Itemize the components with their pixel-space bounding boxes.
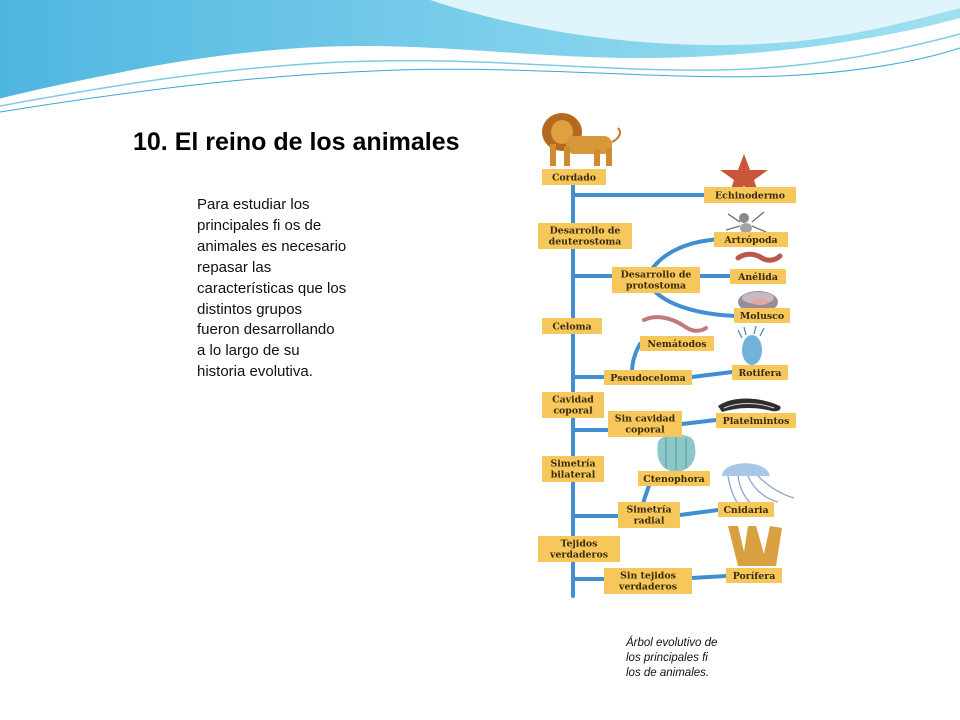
svg-text:coporal: coporal xyxy=(553,406,593,417)
slide-body-text: Para estudiar los principales fi os de a… xyxy=(197,195,387,383)
node-simetria-bilateral: Simetría bilateral xyxy=(542,456,604,482)
svg-text:Cordado: Cordado xyxy=(552,173,596,184)
node-pseudoceloma: Pseudoceloma xyxy=(604,370,692,385)
node-cordado: Cordado xyxy=(542,169,606,185)
svg-text:Cnidaria: Cnidaria xyxy=(723,505,768,516)
caption-line: Árbol evolutivo de xyxy=(626,637,718,649)
body-line: Para estudiar los xyxy=(197,196,310,213)
svg-text:Pseudoceloma: Pseudoceloma xyxy=(610,373,685,384)
flatworm-icon xyxy=(718,398,781,412)
svg-text:verdaderos: verdaderos xyxy=(549,550,608,561)
node-rotifera: Rotifera xyxy=(732,365,788,380)
rotifer-icon xyxy=(737,325,765,368)
node-desarrollo-deuterostoma: Desarrollo de deuterostoma xyxy=(538,223,632,249)
svg-text:Simetría: Simetría xyxy=(626,505,671,516)
node-nematodos: Nemátodos xyxy=(640,336,714,351)
svg-text:Artrópoda: Artrópoda xyxy=(723,235,777,246)
node-cavidad-coporal: Cavidad coporal xyxy=(542,392,604,418)
svg-text:radial: radial xyxy=(634,516,665,527)
node-artropoda: Artrópoda xyxy=(714,232,788,247)
body-line: animales es necesario xyxy=(197,237,347,255)
node-molusco: Molusco xyxy=(734,308,790,323)
evolutionary-tree: Cordado Echinodermo Desarrollo de deuter… xyxy=(538,113,796,598)
node-sin-cavidad-coporal: Sin cavidad coporal xyxy=(608,411,682,437)
figure-caption: Árbol evolutivo de los principales fi lo… xyxy=(626,636,717,681)
node-cnidaria: Cnidaria xyxy=(718,502,774,517)
sponge-icon xyxy=(728,526,782,566)
svg-text:protostoma: protostoma xyxy=(626,281,686,292)
svg-text:Tejidos: Tejidos xyxy=(561,539,598,550)
nematode-icon xyxy=(642,315,708,333)
caption-line: los principales fi xyxy=(626,652,708,664)
lion-icon xyxy=(542,113,621,166)
spider-icon xyxy=(725,211,767,241)
clam-icon xyxy=(738,291,778,313)
svg-text:deuterostoma: deuterostoma xyxy=(549,237,622,248)
svg-text:Celoma: Celoma xyxy=(552,322,591,333)
body-line: fueron desarrollando xyxy=(197,321,335,339)
svg-text:Rotifera: Rotifera xyxy=(739,368,782,379)
node-echinodermo: Echinodermo xyxy=(704,187,796,203)
node-desarrollo-protostoma: Desarrollo de protostoma xyxy=(612,267,700,293)
svg-text:coporal: coporal xyxy=(625,425,665,436)
svg-text:verdaderos: verdaderos xyxy=(618,582,677,593)
body-line: repasar las xyxy=(197,258,272,276)
body-line: historia evolutiva. xyxy=(197,363,313,381)
svg-text:Sin tejidos: Sin tejidos xyxy=(620,571,676,582)
node-platelmintos: Platelmintos xyxy=(716,413,796,428)
node-anelida: Anélida xyxy=(730,269,786,284)
body-line: características que los xyxy=(197,279,347,297)
svg-text:Cavidad: Cavidad xyxy=(552,395,594,406)
node-simetria-radial: Simetría radial xyxy=(618,502,680,528)
svg-text:Desarrollo de: Desarrollo de xyxy=(550,226,621,237)
svg-text:Platelmintos: Platelmintos xyxy=(723,416,790,427)
node-tejidos-verdaderos: Tejidos verdaderos xyxy=(538,536,620,562)
svg-text:Nemátodos: Nemátodos xyxy=(647,339,706,350)
body-line: principales fi os de xyxy=(197,216,322,234)
svg-text:Simetría: Simetría xyxy=(550,459,595,470)
svg-text:Ctenophora: Ctenophora xyxy=(643,474,704,485)
svg-text:Sin cavidad: Sin cavidad xyxy=(615,414,676,425)
svg-text:Porífera: Porífera xyxy=(733,571,776,582)
body-line: distintos grupos xyxy=(197,300,303,318)
node-ctenophora: Ctenophora xyxy=(638,471,710,486)
body-line: a lo largo de su xyxy=(197,342,300,360)
svg-text:Echinodermo: Echinodermo xyxy=(715,191,785,202)
svg-text:Molusco: Molusco xyxy=(740,311,784,322)
header-waves xyxy=(0,0,960,113)
svg-text:Anélida: Anélida xyxy=(737,272,778,283)
node-porifera: Porífera xyxy=(726,568,782,583)
slide-title: 10. El reino de los animales xyxy=(133,128,460,156)
svg-text:Desarrollo de: Desarrollo de xyxy=(621,270,692,281)
worm-icon xyxy=(735,251,783,263)
ctenophore-icon xyxy=(657,434,696,472)
svg-text:bilateral: bilateral xyxy=(551,470,596,481)
caption-line: los de animales. xyxy=(626,667,710,679)
node-sin-tejidos-verdaderos: Sin tejidos verdaderos xyxy=(604,568,692,594)
node-celoma: Celoma xyxy=(542,318,602,334)
jellyfish-icon xyxy=(722,463,795,507)
